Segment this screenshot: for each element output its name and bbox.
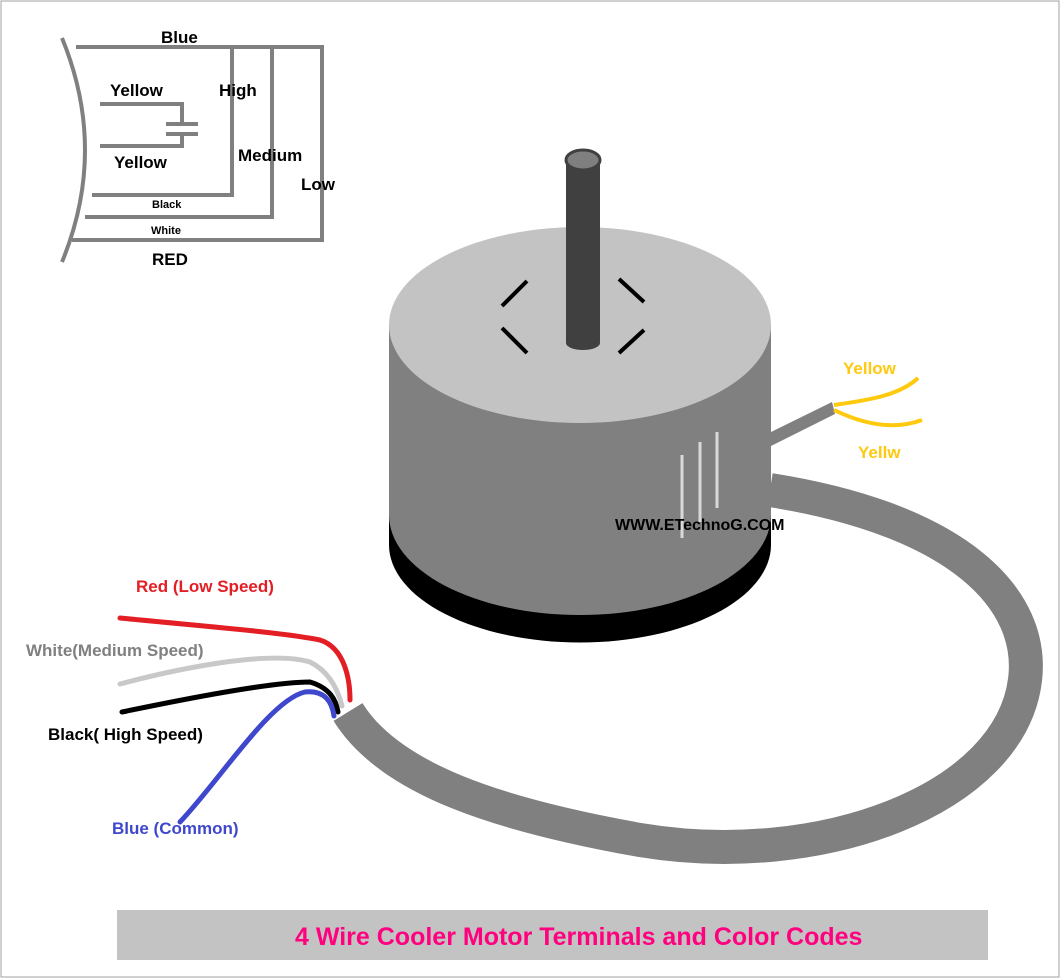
motor-shaft [566, 160, 600, 343]
schematic-label-yellow-top: Yellow [110, 81, 164, 100]
blue-low-line [72, 45, 324, 242]
schematic-label-white: White [151, 225, 181, 237]
motor-cable [333, 473, 1043, 864]
schematic-label-low: Low [301, 175, 336, 194]
yellow-wires [833, 376, 923, 428]
black-wire-label: Black( High Speed) [48, 725, 203, 744]
schematic-label-blue: Blue [161, 28, 198, 47]
shaft-base [566, 336, 600, 350]
schematic-label-high: High [219, 81, 257, 100]
yellow-wire-sleeve [771, 402, 835, 446]
red-wire-label: Red (Low Speed) [136, 577, 274, 596]
yellow-wire-1 [833, 376, 920, 407]
blue-wire-label: Blue (Common) [112, 819, 239, 838]
stator-arc [60, 37, 87, 263]
white-wire [117, 655, 345, 709]
shaft-tip [564, 148, 602, 172]
yellow-top-line [100, 102, 184, 124]
winding-schematic [60, 37, 324, 263]
yellow-wire-1-label: Yellow [843, 359, 897, 378]
motor: WWW.ETechnoG.COM [389, 148, 835, 643]
yellow-bottom-line [100, 134, 184, 148]
watermark-text: WWW.ETechnoG.COM [615, 517, 784, 534]
schematic-label-black: Black [152, 199, 182, 211]
red-wire [117, 615, 353, 703]
banner-title: 4 Wire Cooler Motor Terminals and Color … [295, 923, 862, 951]
white-wire-label: White(Medium Speed) [26, 641, 204, 660]
title-banner [117, 910, 988, 960]
yellow-wire-2-label: Yellw [858, 443, 901, 462]
medium-line [85, 47, 274, 219]
high-line [92, 47, 234, 197]
blue-wire [177, 689, 337, 825]
schematic-label-medium: Medium [238, 146, 302, 165]
black-wire [119, 679, 341, 715]
schematic-label-yellow-bottom: Yellow [114, 153, 168, 172]
schematic-label-red: RED [152, 250, 188, 269]
top-vent-marks [500, 277, 646, 355]
yellow-wire-2 [833, 408, 923, 428]
body-highlight-lines [680, 432, 719, 538]
lead-wires [117, 615, 353, 825]
